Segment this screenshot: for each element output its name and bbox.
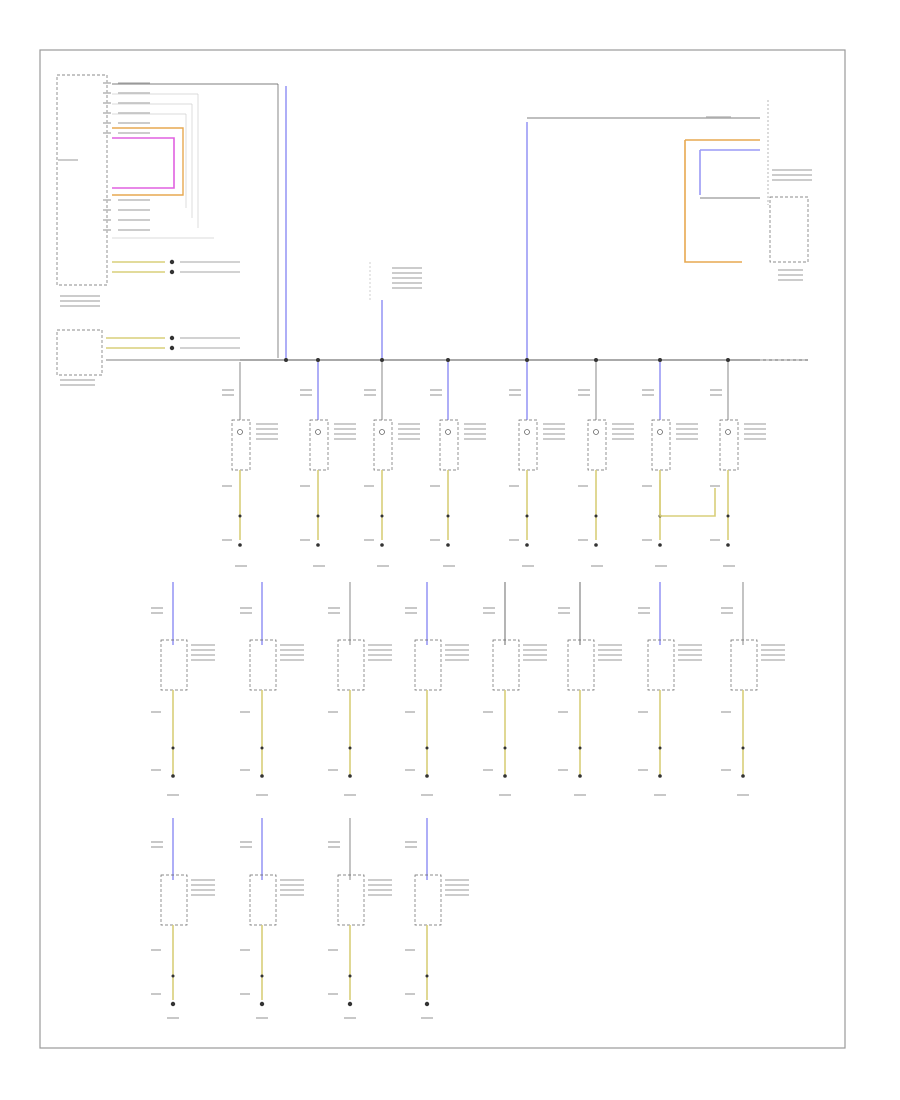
splice-dot [238,514,242,518]
relay-component [730,639,758,691]
ground-icon [594,543,598,547]
splice-dot [503,746,507,750]
switch-icon [237,429,243,435]
splice-dot [380,358,384,362]
switch-component [373,419,393,471]
splice-dot [260,974,264,978]
relay-component [337,639,365,691]
connector-icon [169,345,175,351]
instrument-cluster-module [56,329,103,376]
switch-component [231,419,251,471]
relay-component [160,639,188,691]
switch-component [518,419,538,471]
ground-icon [658,774,662,778]
splice-dot [425,974,429,978]
ground-icon [316,543,320,547]
switch-component [719,419,739,471]
ground-icon [238,543,242,547]
ground-icon [726,543,730,547]
splice-dot [446,514,450,518]
splice-dot [316,514,320,518]
splice-dot [726,514,730,518]
ground-icon [347,1001,353,1007]
ground-icon [741,774,745,778]
switch-icon [657,429,663,435]
diagram-frame [39,49,846,1049]
ground-icon [171,774,175,778]
splice-dot [726,358,730,362]
splice-dot [260,746,264,750]
splice-dot [171,746,175,750]
splice-dot [525,358,529,362]
ground-wire [659,480,716,517]
ground-icon [425,774,429,778]
switch-icon [593,429,599,435]
relay-component [414,639,442,691]
ground-icon [380,543,384,547]
wire-orange [684,140,742,263]
switch-component [587,419,607,471]
relay-component [249,639,277,691]
splice-dot [741,746,745,750]
light-switch-module [56,74,108,286]
switch-icon [379,429,385,435]
ground-icon [446,543,450,547]
ground-icon [170,1001,176,1007]
splice-dot [284,358,288,362]
splice-dot [171,974,175,978]
splice-dot [380,514,384,518]
ground-icon [348,774,352,778]
relay-component [160,874,188,926]
splice-dot [658,746,662,750]
switch-component [651,419,671,471]
ground-icon [503,774,507,778]
wire-orange [112,127,184,196]
splice-dot [525,514,529,518]
switch-icon [445,429,451,435]
switch-component [309,419,329,471]
connector-icon [169,335,175,341]
switch-icon [725,429,731,435]
connector-icon [169,269,175,275]
splice-dot [594,358,598,362]
switch-icon [524,429,530,435]
relay-component [337,874,365,926]
switch-icon [315,429,321,435]
relay-component [249,874,277,926]
splice-dot [446,358,450,362]
splice-dot [594,514,598,518]
sensor-component [769,196,809,263]
connector-icon [169,259,175,265]
relay-component [492,639,520,691]
splice-dot [425,746,429,750]
relay-component [647,639,675,691]
splice-dot [316,358,320,362]
relay-component [567,639,595,691]
splice-dot [578,746,582,750]
ground-icon [658,543,662,547]
splice-dot [348,974,352,978]
switch-component [439,419,459,471]
splice-dot [348,746,352,750]
ground-icon [259,1001,265,1007]
splice-dot [658,358,662,362]
wire-pink [112,137,175,189]
ground-icon [260,774,264,778]
relay-component [414,874,442,926]
ground-icon [525,543,529,547]
ground-icon [424,1001,430,1007]
ground-icon [578,774,582,778]
